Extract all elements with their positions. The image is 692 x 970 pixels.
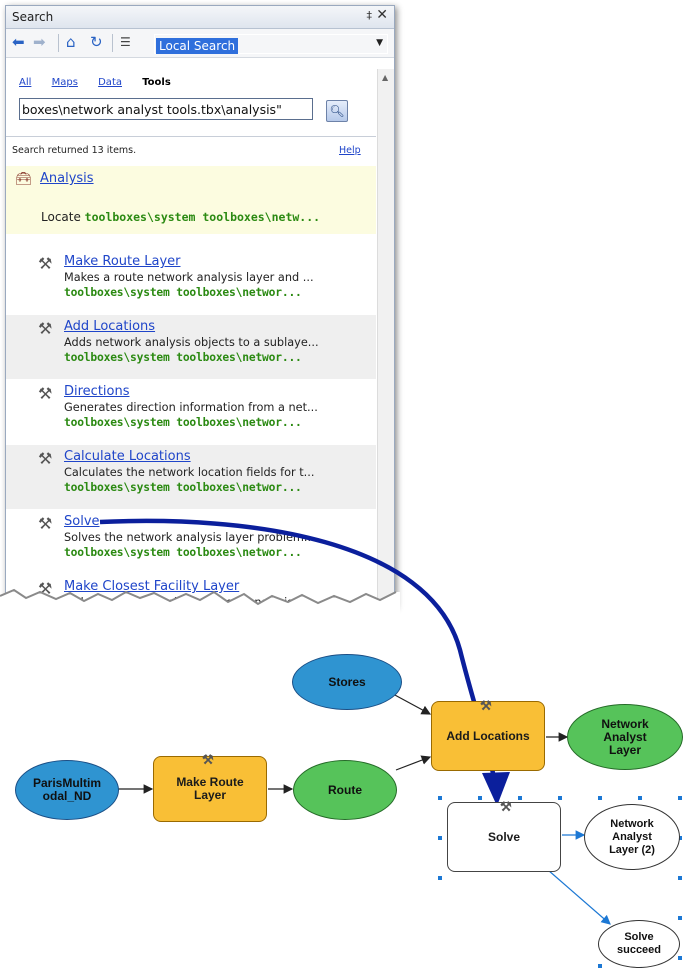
tool-result[interactable]: ⚒︎ Make Route Layer Makes a route networ… bbox=[6, 250, 376, 314]
scope-value: Local Search bbox=[156, 38, 239, 54]
divider bbox=[6, 136, 376, 137]
refresh-icon[interactable]: ↻ bbox=[90, 33, 103, 51]
hammer-icon: ⚒︎ bbox=[500, 799, 512, 814]
node-label: Network bbox=[601, 716, 649, 731]
vertical-scrollbar[interactable]: ▲ bbox=[377, 69, 394, 606]
hammer-icon: ⚒︎ bbox=[480, 698, 492, 713]
hammer-icon: ⚒︎ bbox=[38, 254, 53, 273]
tool-path[interactable]: toolboxes\system toolboxes\networ... bbox=[64, 416, 302, 429]
connector bbox=[547, 869, 611, 925]
tool-result[interactable]: ⚒︎ Add Locations Adds network analysis o… bbox=[6, 315, 376, 379]
toolbar-separator bbox=[112, 34, 113, 52]
hammer-icon: ⚒︎ bbox=[38, 514, 53, 533]
help-link[interactable]: Help bbox=[339, 145, 361, 156]
connector bbox=[392, 693, 432, 715]
node-solve-succeed[interactable]: Solve succeed bbox=[598, 920, 680, 968]
torn-edge bbox=[0, 588, 400, 624]
connector bbox=[395, 755, 432, 771]
node-label: Solve bbox=[624, 931, 654, 943]
node-label: Analyst bbox=[612, 830, 652, 843]
filter-maps[interactable]: Maps bbox=[51, 77, 78, 88]
close-icon[interactable]: ✕ bbox=[376, 7, 388, 23]
search-input[interactable]: boxes\network analyst tools.tbx\analysis… bbox=[19, 98, 313, 120]
node-label: Route bbox=[328, 783, 362, 797]
node-label: succeed bbox=[616, 944, 662, 956]
toolbox-result[interactable]: 🧰︎ Analysis Locate toolboxes\system tool… bbox=[6, 166, 376, 234]
search-scope-dropdown[interactable]: Local Search ▼ bbox=[154, 34, 388, 54]
tool-description: Generates direction information from a n… bbox=[64, 401, 318, 414]
window-title: Search bbox=[12, 10, 54, 24]
tool-description: Makes a route network analysis layer and… bbox=[64, 271, 314, 284]
back-arrow-icon[interactable]: ⬅ bbox=[12, 33, 25, 51]
tool-name[interactable]: Make Closest Facility Layer bbox=[64, 579, 240, 594]
tool-path[interactable]: toolboxes\system toolboxes\networ... bbox=[64, 546, 302, 559]
tool-name[interactable]: Make Route Layer bbox=[64, 254, 181, 269]
node-label: Layer bbox=[608, 742, 642, 757]
node-stores[interactable]: Stores bbox=[292, 654, 402, 710]
node-add-locations[interactable]: ⚒︎ Add Locations bbox=[431, 698, 545, 771]
locate-label: Locate bbox=[41, 210, 85, 224]
tool-name[interactable]: Calculate Locations bbox=[64, 449, 191, 464]
hammer-icon: ⚒︎ bbox=[38, 449, 53, 468]
hammer-icon: ⚒︎ bbox=[202, 752, 214, 767]
node-label: Analyst bbox=[603, 729, 647, 744]
node-route[interactable]: Route bbox=[293, 760, 397, 820]
filter-all[interactable]: All bbox=[19, 77, 32, 88]
node-label: odal_ND bbox=[42, 789, 92, 803]
home-icon[interactable]: ⌂ bbox=[66, 33, 76, 51]
node-network-analyst-layer[interactable]: Network Analyst Layer bbox=[567, 704, 683, 770]
tool-description: Solves the network analysis layer proble… bbox=[64, 531, 315, 544]
tool-path[interactable]: toolboxes\system toolboxes\networ... bbox=[64, 481, 302, 494]
filter-tools[interactable]: Tools bbox=[142, 77, 171, 88]
forward-arrow-icon[interactable]: ➡ bbox=[33, 33, 46, 51]
node-label: Stores bbox=[328, 675, 366, 689]
tool-description: Calculates the network location fields f… bbox=[64, 466, 315, 479]
node-label: Add Locations bbox=[446, 729, 530, 743]
tool-description: Adds network analysis objects to a subla… bbox=[64, 336, 319, 349]
node-label: Solve bbox=[487, 830, 520, 844]
magnifier-icon: 🔍︎ bbox=[329, 104, 345, 118]
node-make-route-layer[interactable]: ⚒︎ Make Route Layer bbox=[153, 752, 267, 822]
node-label: Layer (2) bbox=[609, 843, 655, 856]
drag-arrowhead bbox=[482, 772, 510, 806]
scroll-up-icon[interactable]: ▲ bbox=[382, 73, 389, 82]
node-label: Network bbox=[610, 817, 654, 830]
toolbox-path[interactable]: toolboxes\system toolboxes\netw... bbox=[84, 210, 321, 224]
node-label: ParisMultim bbox=[32, 776, 101, 790]
hammer-icon: ⚒︎ bbox=[38, 319, 53, 338]
tool-path[interactable]: toolboxes\system toolboxes\networ... bbox=[64, 286, 302, 299]
list-icon[interactable]: ☰ bbox=[120, 35, 131, 49]
tool-name[interactable]: Solve bbox=[64, 514, 100, 529]
filter-links: All Maps Data Tools bbox=[19, 77, 188, 88]
hammer-icon: ⚒︎ bbox=[38, 384, 53, 403]
search-toolbar: ⬅ ➡ ⌂ ↻ ☰ Local Search ▼ bbox=[6, 29, 394, 58]
search-button[interactable]: 🔍︎ bbox=[326, 100, 348, 122]
tool-result[interactable]: ⚒︎ Solve Solves the network analysis lay… bbox=[6, 510, 376, 574]
toolbox-icon: 🧰︎ bbox=[15, 172, 32, 187]
node-paris-multimodal[interactable]: ParisMultim odal_ND bbox=[15, 760, 119, 820]
node-solve[interactable]: ⚒︎ Solve bbox=[447, 799, 561, 872]
results-count: Search returned 13 items. bbox=[12, 145, 137, 156]
toolbar-separator bbox=[58, 34, 59, 52]
chevron-down-icon[interactable]: ▼ bbox=[376, 38, 383, 48]
tool-name[interactable]: Add Locations bbox=[64, 319, 156, 334]
tool-result[interactable]: ⚒︎ Calculate Locations Calculates the ne… bbox=[6, 445, 376, 509]
tool-name[interactable]: Directions bbox=[64, 384, 130, 399]
tool-result[interactable]: ⚒︎ Directions Generates direction inform… bbox=[6, 380, 376, 444]
toolbox-location: Locate toolboxes\system toolboxes\netw..… bbox=[41, 210, 320, 224]
node-label: Layer bbox=[193, 788, 227, 802]
title-bar: Search ‡ ✕ bbox=[6, 6, 394, 29]
toolbox-name[interactable]: Analysis bbox=[40, 171, 94, 186]
node-label: Make Route bbox=[176, 775, 244, 789]
filter-data[interactable]: Data bbox=[98, 77, 122, 88]
tool-path[interactable]: toolboxes\system toolboxes\networ... bbox=[64, 351, 302, 364]
pin-icon[interactable]: ‡ bbox=[366, 9, 373, 22]
node-network-analyst-layer-2[interactable]: Network Analyst Layer (2) bbox=[584, 804, 680, 870]
